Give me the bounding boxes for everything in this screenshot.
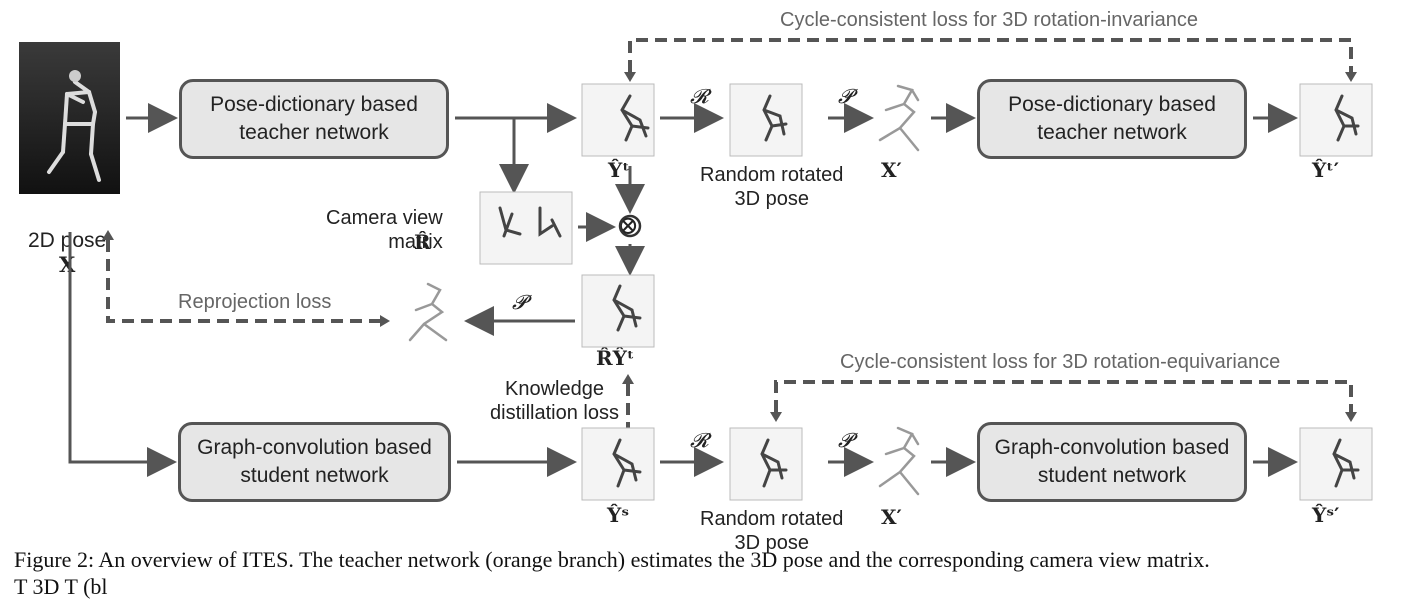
figure-caption: Figure 2: An overview of ITES. The teach… (14, 546, 1424, 600)
y-s-symbol: Ŷˢ (607, 503, 630, 527)
skeleton-overlay (47, 70, 101, 182)
y-t-prime-symbol: Ŷᵗ′ (1312, 158, 1339, 182)
pose-cube-ys-prime (1299, 427, 1373, 501)
student-network-box: Graph-convolution based student network (178, 422, 451, 502)
reprojection-dashed (106, 240, 380, 323)
x-prime-bottom-symbol: X′ (881, 505, 902, 529)
random-rotated-label-bottom: Random rotated 3D pose (700, 508, 844, 554)
cycle-equivariance-dashed (774, 380, 1353, 412)
cycle-equivariance-label: Cycle-consistent loss for 3D rotation-eq… (840, 351, 1281, 373)
reprojection-loss-label: Reprojection loss (178, 291, 332, 313)
pose-cube-ryt (581, 274, 655, 348)
camera-view-label: Camera view matrix (326, 207, 443, 253)
cycle-invariance-dashed (628, 38, 1353, 72)
camera-view-cube (479, 191, 573, 265)
pose-cube-yt-prime (1299, 83, 1373, 157)
input-pose-text: 2D pose (28, 229, 107, 252)
input-image (19, 42, 120, 194)
r-y-t-symbol: R̂Ŷᵗ (596, 346, 635, 370)
projected-skeleton-top (878, 84, 920, 152)
knowledge-distillation-label: Knowledge distillation loss (490, 378, 619, 424)
y-s-prime-symbol: Ŷˢ′ (1312, 503, 1340, 527)
caption-line-1: Figure 2: An overview of ITES. The teach… (14, 547, 1210, 572)
arrow-input-to-student (68, 232, 177, 477)
rotation-op-top: 𝓡 (690, 84, 709, 108)
pose-cube-rot-top (729, 83, 803, 157)
y-t-symbol: Ŷᵗ (608, 158, 630, 182)
camera-symbol: R̂ (414, 230, 431, 254)
x-prime-top-symbol: X′ (881, 158, 902, 182)
projected-skeleton-bottom (878, 426, 920, 496)
teacher-network-box-right: Pose-dictionary based teacher network (977, 79, 1247, 159)
projection-op-top: 𝓟 (838, 84, 853, 108)
reprojected-skeleton (408, 282, 448, 342)
rotation-op-bottom: 𝓡 (690, 428, 709, 452)
projection-op-bottom: 𝓟 (838, 428, 853, 452)
pose-cube-yt (581, 83, 655, 157)
pose-cube-ys (581, 427, 655, 501)
teacher-network-box: Pose-dictionary based teacher network (179, 79, 449, 159)
random-rotated-label-top: Random rotated 3D pose (700, 164, 844, 210)
student-network-box-right: Graph-convolution based student network (977, 422, 1247, 502)
projection-op-mid: 𝓟 (512, 290, 527, 314)
caption-line-2: T 3D T (bl (14, 574, 108, 599)
cycle-invariance-label: Cycle-consistent loss for 3D rotation-in… (780, 9, 1198, 31)
otimes-ring (618, 214, 642, 238)
head-marker (69, 70, 81, 82)
